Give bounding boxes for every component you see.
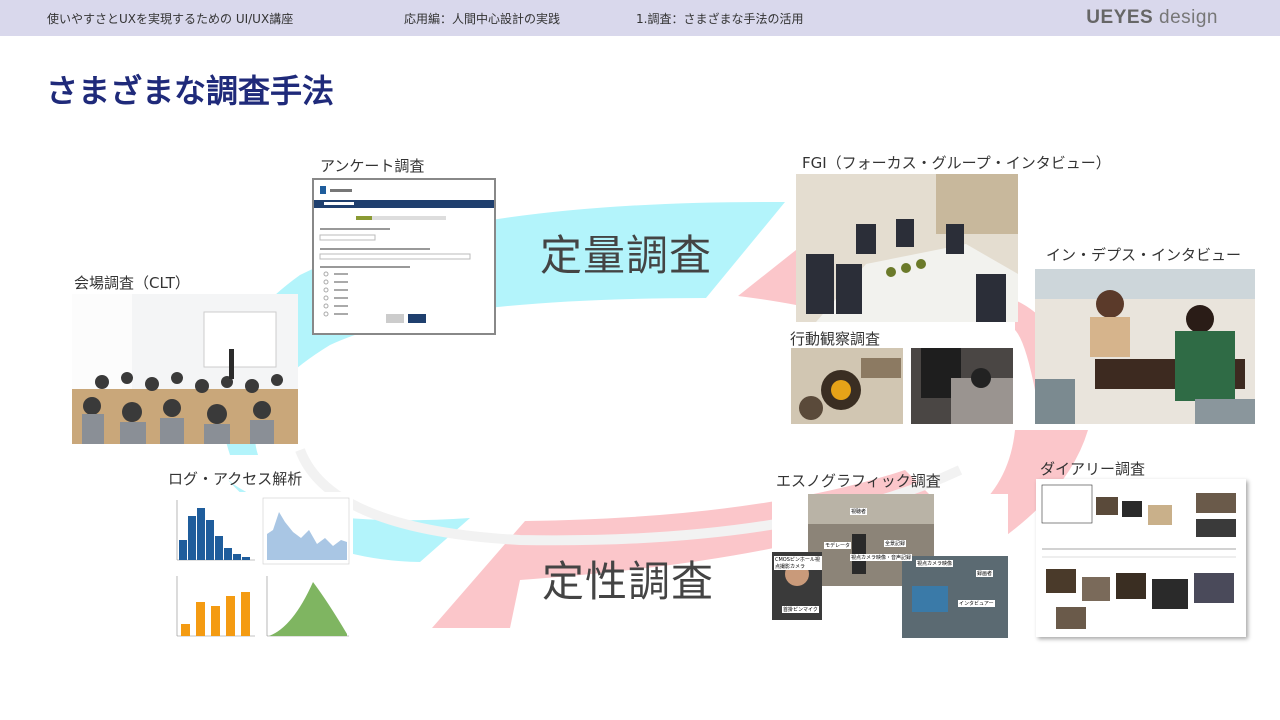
ethno-tag-recorder: 録画者	[976, 570, 994, 577]
section-title: 応用編：人間中心設計の実践	[404, 12, 561, 26]
fgi-label: FGI（フォーカス・グループ・インタビュー）	[802, 154, 1111, 172]
clt-photo	[72, 294, 298, 444]
ethno-tag-interviewer: インタビュアー	[958, 600, 995, 607]
area-chart-green	[266, 576, 349, 637]
indepth-label: イン・デプス・インタビュー	[1046, 246, 1242, 264]
observation-photo-2	[911, 348, 1013, 424]
quantitative-label: 定量調査	[540, 231, 713, 280]
ethno-tag-overview: 全景記録	[884, 540, 907, 547]
log-charts	[163, 492, 353, 642]
clt-label: 会場調査（CLT）	[74, 274, 190, 292]
qualitative-arrow-top	[738, 250, 796, 305]
ueyes-logo: UEYES design	[1086, 7, 1218, 28]
survey-form-mock	[314, 186, 494, 323]
ethno-tag-recording: 視点カメラ映像・音声記録	[850, 554, 913, 561]
diary-sheet	[1036, 479, 1246, 637]
area-chart-blue	[262, 497, 350, 565]
log-label: ログ・アクセス解析	[168, 470, 303, 488]
ethno-tag-mic: 首掛ピンマイク	[782, 606, 819, 613]
ethnography-label: エスノグラフィック調査	[776, 472, 941, 490]
survey-label: アンケート調査	[320, 157, 425, 175]
fgi-photo	[796, 174, 1018, 322]
page-title: さまざまな調査手法	[46, 72, 335, 110]
ethno-tag-moderator: モデレータ	[824, 542, 852, 549]
ethno-tag-camera: CMOSピンホール視点撮影カメラ	[774, 556, 822, 570]
observation-label: 行動観察調査	[790, 330, 881, 348]
observation-photo-1	[791, 348, 903, 424]
qualitative-label: 定性調査	[542, 557, 715, 606]
header-bar: 使いやすさとUXを実現するための UI/UX講座 応用編：人間中心設計の実践 1…	[0, 0, 1280, 36]
chapter-title: 1.調査：さまざまな手法の活用	[636, 12, 804, 26]
histogram-chart	[176, 500, 255, 561]
course-title: 使いやすさとUXを実現するための UI/UX講座	[47, 12, 294, 26]
indepth-photo	[1035, 269, 1255, 424]
ethnography-collage: 視聴者 モデレータ 全景記録 視点カメラ映像・音声記録 CMOSピンホール視点撮…	[772, 494, 1008, 638]
diary-label: ダイアリー調査	[1040, 460, 1146, 478]
ethno-tag-view: 視点カメラ映像	[916, 560, 954, 567]
ethno-tag-viewer: 視聴者	[850, 508, 868, 515]
survey-screenshot	[312, 178, 496, 335]
bar-chart-orange	[176, 576, 255, 637]
